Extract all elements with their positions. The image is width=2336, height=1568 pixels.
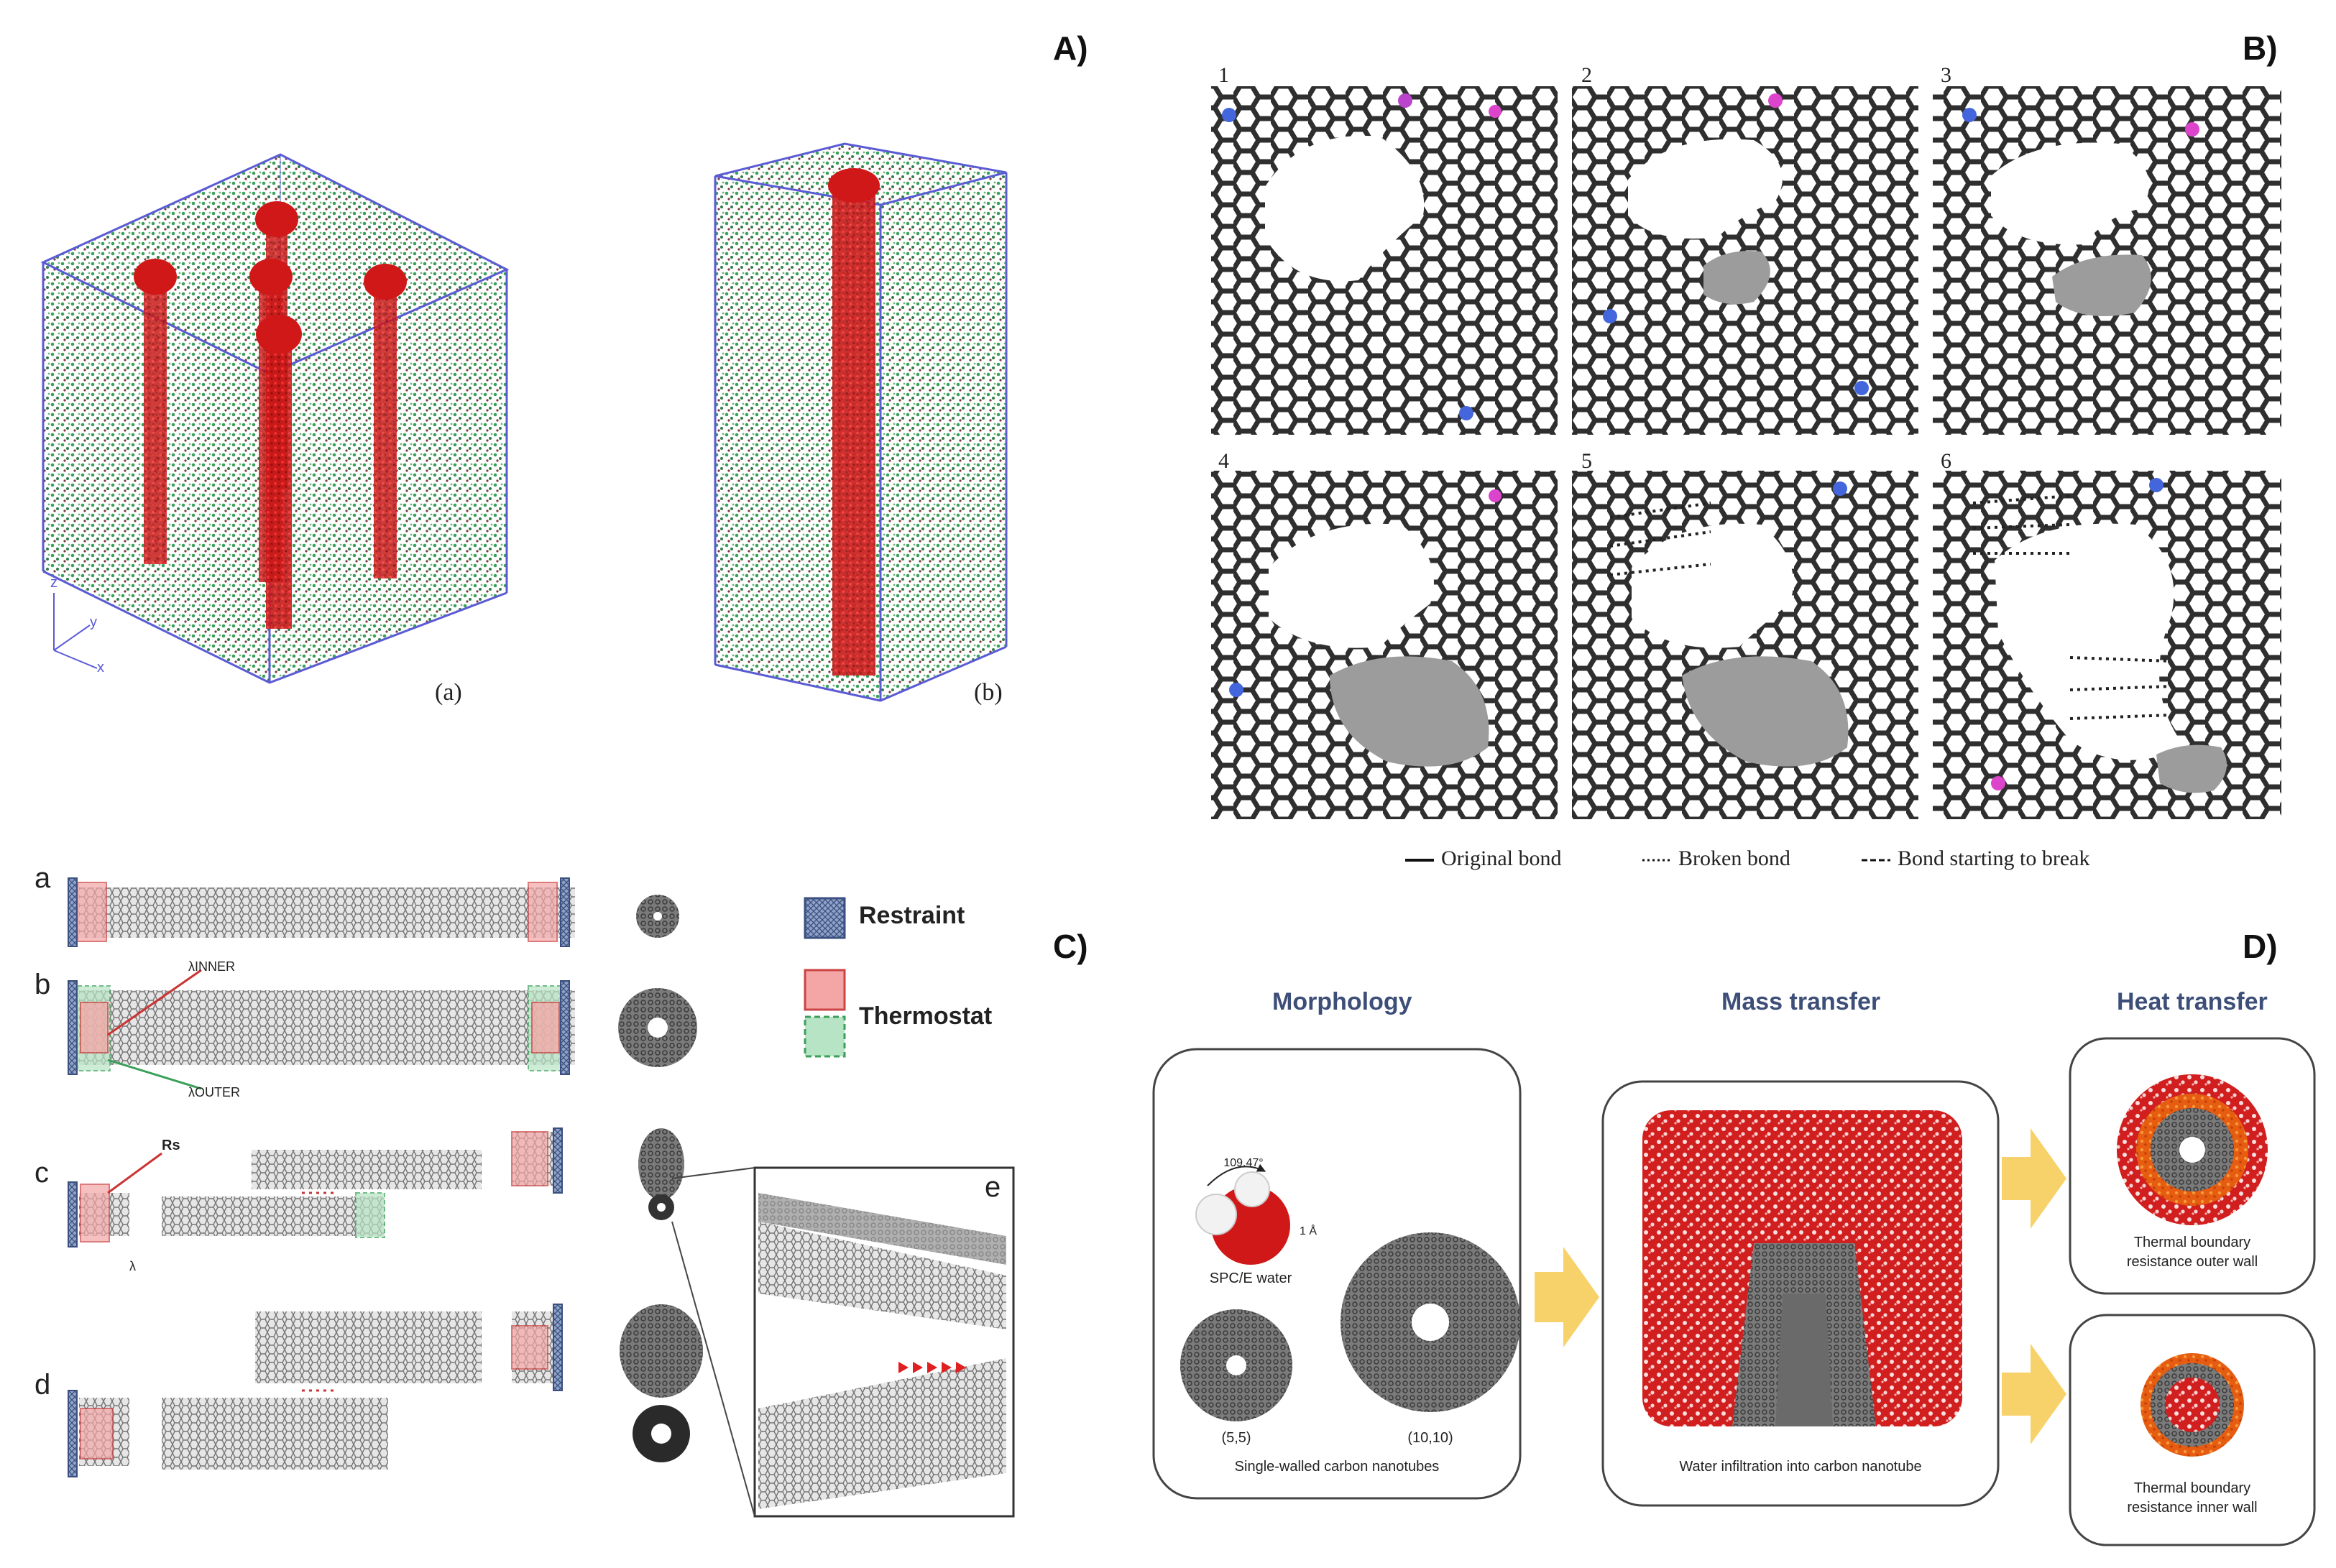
water-label: SPC/E water bbox=[1209, 1270, 1292, 1286]
panel-label-a: A) bbox=[1053, 29, 1088, 67]
graphene-frames bbox=[1211, 86, 2281, 862]
water-angle: 109.47° bbox=[1223, 1157, 1264, 1169]
frame-label-5: 5 bbox=[1581, 449, 1592, 473]
panel-label-d: D) bbox=[2243, 928, 2278, 965]
axis-label-y: y bbox=[90, 614, 97, 630]
legend-thermostat: Thermostat bbox=[859, 1002, 993, 1030]
annotation-rs: Rs bbox=[162, 1138, 180, 1153]
inner-wall-caption-1: Thermal boundary bbox=[2133, 1480, 2251, 1496]
workflow-diagram bbox=[1152, 1037, 2316, 1546]
tube-label-55: (5,5) bbox=[1221, 1430, 1251, 1446]
frame-label-1: 1 bbox=[1218, 63, 1229, 87]
subfigure-label-b: (b) bbox=[974, 679, 1003, 706]
outer-wall-caption-2: resistance outer wall bbox=[2126, 1254, 2258, 1270]
panel-label-b: B) bbox=[2243, 29, 2278, 67]
simulation-box-a bbox=[40, 153, 510, 684]
row-label-c: c bbox=[35, 1157, 49, 1189]
inner-wall-caption-2: resistance inner wall bbox=[2127, 1500, 2258, 1516]
nanotube-models bbox=[68, 877, 1015, 1518]
annotation-lambda: λ bbox=[129, 1259, 136, 1273]
frame-label-2: 2 bbox=[1581, 63, 1592, 87]
frame-label-4: 4 bbox=[1218, 449, 1229, 473]
legend-starting-bond: Bond starting to break bbox=[1898, 847, 2090, 870]
axes-icon bbox=[53, 593, 98, 669]
tube-label-1010: (10,10) bbox=[1407, 1430, 1453, 1446]
header-heat-transfer: Heat transfer bbox=[2117, 988, 2268, 1015]
frame-label-6: 6 bbox=[1941, 449, 1951, 473]
header-morphology: Morphology bbox=[1272, 988, 1412, 1015]
outer-wall-caption-1: Thermal boundary bbox=[2133, 1235, 2251, 1250]
row-label-a: a bbox=[35, 862, 51, 894]
subfigure-label-a: (a) bbox=[435, 679, 462, 706]
legend-restraint: Restraint bbox=[859, 902, 965, 929]
axis-label-z: z bbox=[50, 575, 58, 591]
infiltration-caption: Water infiltration into carbon nanotube bbox=[1679, 1459, 1922, 1475]
simulation-box-b bbox=[714, 142, 1008, 702]
axis-label-x: x bbox=[97, 660, 104, 675]
legend-original-bond: Original bond bbox=[1441, 847, 1562, 870]
frame-label-3: 3 bbox=[1941, 63, 1951, 87]
water-length: 1 Å bbox=[1299, 1225, 1317, 1237]
row-label-b: b bbox=[35, 969, 51, 1000]
header-mass-transfer: Mass transfer bbox=[1721, 988, 1881, 1015]
swcnt-caption: Single-walled carbon nanotubes bbox=[1234, 1459, 1440, 1475]
annotation-lambda-outer: λOUTER bbox=[188, 1085, 240, 1099]
panel-label-c: C) bbox=[1053, 928, 1088, 965]
inset-label-e: e bbox=[985, 1171, 1001, 1203]
annotation-lambda-inner: λINNER bbox=[188, 959, 236, 974]
row-label-d: d bbox=[35, 1369, 51, 1401]
legend-broken-bond: Broken bond bbox=[1678, 847, 1790, 870]
